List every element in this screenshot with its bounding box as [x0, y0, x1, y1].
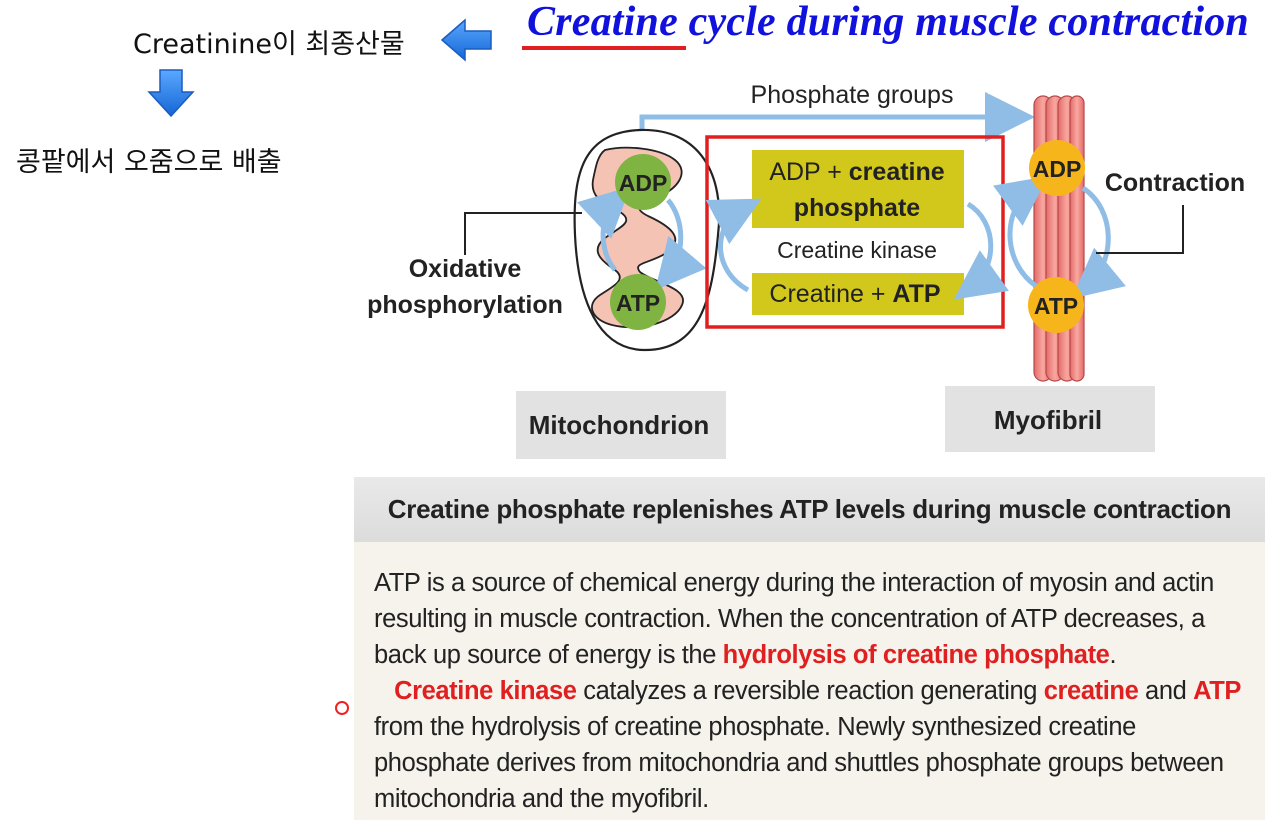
down-arrow-icon — [147, 69, 195, 118]
enzyme-label: Creatine kinase — [777, 237, 937, 263]
caption-header-text: Creatine phosphate replenishes ATP level… — [387, 494, 1232, 524]
pointer-dot — [335, 701, 349, 715]
mito-adp-label: ADP — [619, 170, 668, 196]
myofibril-arrow-left — [993, 176, 1049, 289]
myofibril-label-box — [945, 386, 1155, 452]
mito-adp-circle — [615, 154, 671, 210]
reaction-top-line1: ADP + creatine — [769, 158, 944, 186]
mito-atp-circle — [610, 274, 666, 330]
contraction-label: Contraction — [1105, 169, 1245, 197]
oxidative-label-2: phosphorylation — [367, 291, 563, 319]
highlight-atp: ATP — [1193, 677, 1241, 705]
myofibril-adp-circle — [1029, 140, 1085, 196]
reaction-top-box — [752, 150, 964, 228]
annotation-arrows — [147, 18, 492, 118]
reaction-bottom-text: Creatine + ATP — [769, 280, 940, 308]
myofibril-atp-circle — [1028, 277, 1084, 333]
highlight-creatine-kinase: Creatine kinase — [394, 677, 577, 705]
caption-paragraph: ATP is a source of chemical energy durin… — [374, 569, 1241, 813]
myofibril-bundle — [1033, 95, 1085, 382]
myofibril-adp-label: ADP — [1033, 156, 1082, 182]
slide-title: Creatine cycle during muscle contraction — [527, 0, 1249, 45]
reaction-arrow-right — [953, 201, 1009, 300]
creatine-cycle-diagram: Phosphate groups ADP ATP Oxidative phosp… — [367, 81, 1245, 459]
myofibril-arrow-right — [1071, 185, 1127, 299]
mito-arrow-right — [655, 198, 707, 291]
contraction-connector — [1096, 205, 1184, 254]
oxidative-connector — [464, 212, 582, 255]
mito-arrow-left — [577, 186, 631, 272]
highlight-creatine: creatine — [1043, 677, 1139, 705]
reaction-bottom-box — [752, 273, 964, 315]
caption-body: ATP is a source of chemical energy durin… — [354, 542, 1265, 820]
highlight-hydrolysis: hydrolysis of creatine phosphate — [722, 641, 1110, 669]
reaction-arrow-left — [705, 198, 762, 293]
mitochondrion-label-box — [516, 391, 726, 459]
oxidative-label-1: Oxidative — [409, 255, 522, 283]
myofibril-atp-label: ATP — [1034, 293, 1078, 319]
phosphate-groups-label: Phosphate groups — [751, 81, 954, 109]
caption-header: Creatine phosphate replenishes ATP level… — [354, 477, 1265, 542]
reaction-top-line2: phosphate — [794, 194, 920, 222]
title-underline — [522, 46, 686, 50]
left-arrow-icon — [440, 18, 492, 62]
note-excretion: 콩팥에서 오줌으로 배출 — [16, 147, 282, 178]
mito-atp-label: ATP — [616, 290, 660, 316]
mitochondrion-label: Mitochondrion — [529, 410, 710, 440]
note-final-product: Creatinine이 최종산물 — [133, 29, 405, 60]
myofibril-label: Myofibril — [994, 405, 1102, 435]
